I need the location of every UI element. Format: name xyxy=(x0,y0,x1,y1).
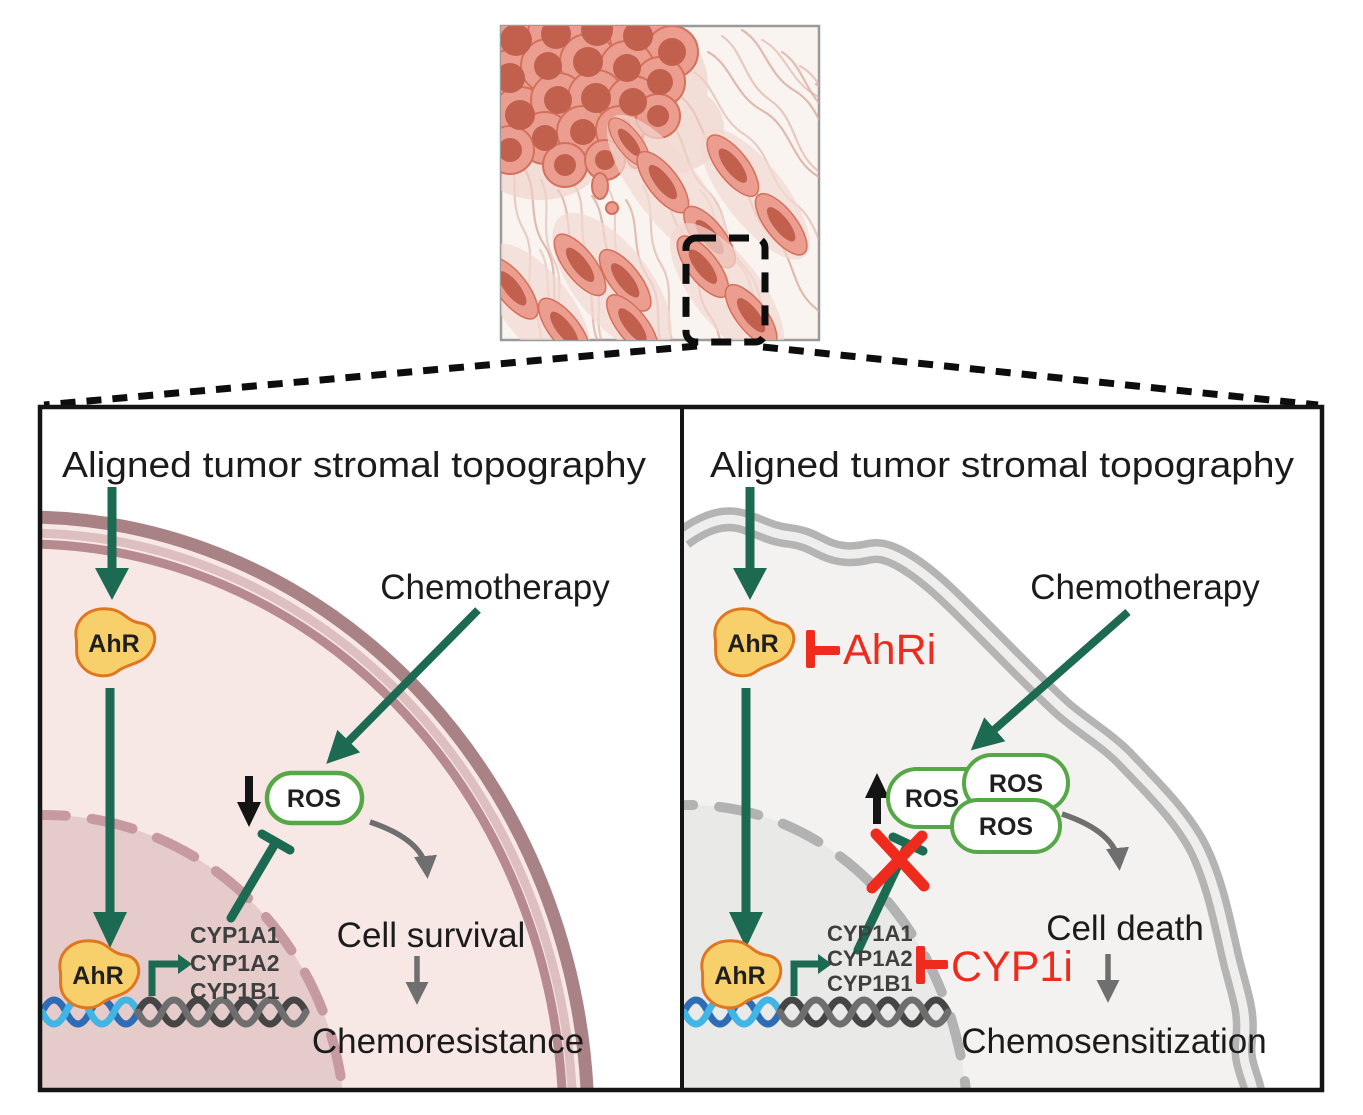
ros-label-1: ROS xyxy=(905,785,959,813)
transcription-arrow xyxy=(148,954,192,996)
right-cell-death-label: Cell death xyxy=(1046,909,1204,948)
ahr-translocation-arrow-right xyxy=(729,688,763,948)
right-cell-membrane xyxy=(684,507,1265,1088)
right-chemosensitization-label: Chemosensitization xyxy=(961,1022,1266,1061)
right-chemotherapy-label: Chemotherapy xyxy=(1030,568,1260,607)
cyp1i-label: CYP1i xyxy=(951,943,1073,991)
left-cell-survival-label: Cell survival xyxy=(337,916,526,955)
ahri-inhibition-bar xyxy=(806,630,840,668)
ros-increase-arrow-icon xyxy=(865,773,889,824)
gene-cyp1a1-right: CYP1A1 xyxy=(827,921,913,946)
left-panel-title: Aligned tumor stromal topography xyxy=(62,444,646,485)
ros-to-death-arrow xyxy=(1061,811,1129,871)
ros-label-3: ROS xyxy=(979,813,1033,841)
dna-helix-right xyxy=(684,996,952,1028)
ahr-lower-label: AhR xyxy=(72,962,123,990)
ros-pill-cluster xyxy=(886,753,1070,854)
right-panel-title: Aligned tumor stromal topography xyxy=(710,444,1294,485)
red-x-blocked-icon xyxy=(866,828,930,894)
invading-spindle-clusters xyxy=(501,111,817,340)
ahr-translocation-arrow xyxy=(93,688,127,948)
zoom-region-box xyxy=(682,234,769,346)
gene-cyp1a1: CYP1A1 xyxy=(190,922,280,948)
left-chemoresistance-label: Chemoresistance xyxy=(312,1022,584,1061)
ahri-label: AhRi xyxy=(843,626,936,674)
tumor-overview-image xyxy=(499,24,821,346)
ahr-lower-label-right: AhR xyxy=(714,962,765,990)
ahr-upper-label: AhR xyxy=(88,630,139,658)
zoom-connector-lines xyxy=(43,342,1319,409)
panel-inhibitor-treated: AhR AhRi ROS ROS xyxy=(684,444,1294,1088)
dna-helix xyxy=(42,996,310,1028)
gene-cyp1a2-right: CYP1A2 xyxy=(827,946,913,971)
ros-label-2: ROS xyxy=(989,770,1043,798)
panel-untreated: AhR ROS xyxy=(42,444,646,1088)
topography-activation-arrow xyxy=(95,487,129,600)
left-chemotherapy-label: Chemotherapy xyxy=(380,568,610,607)
cyp-to-ros-inhibition-bar xyxy=(226,829,295,923)
chemotherapy-arrow-right xyxy=(970,608,1131,751)
ros-label: ROS xyxy=(287,785,341,813)
topography-activation-arrow-right xyxy=(733,487,767,600)
chemotherapy-arrow xyxy=(326,607,481,764)
ros-to-survival-arrow xyxy=(369,819,437,879)
ros-pill xyxy=(264,770,365,826)
gene-cyp1b1-right: CYP1B1 xyxy=(827,971,913,996)
cyp1i-inhibition-bar xyxy=(916,946,948,984)
panel-frames xyxy=(37,404,1325,1093)
transcription-arrow-right xyxy=(790,954,832,996)
gene-cyp1b1: CYP1B1 xyxy=(190,978,280,1004)
ahr-upper-label-right: AhR xyxy=(727,630,778,658)
ros-decrease-arrow-icon xyxy=(237,776,261,827)
gene-cyp1a2: CYP1A2 xyxy=(190,950,279,976)
